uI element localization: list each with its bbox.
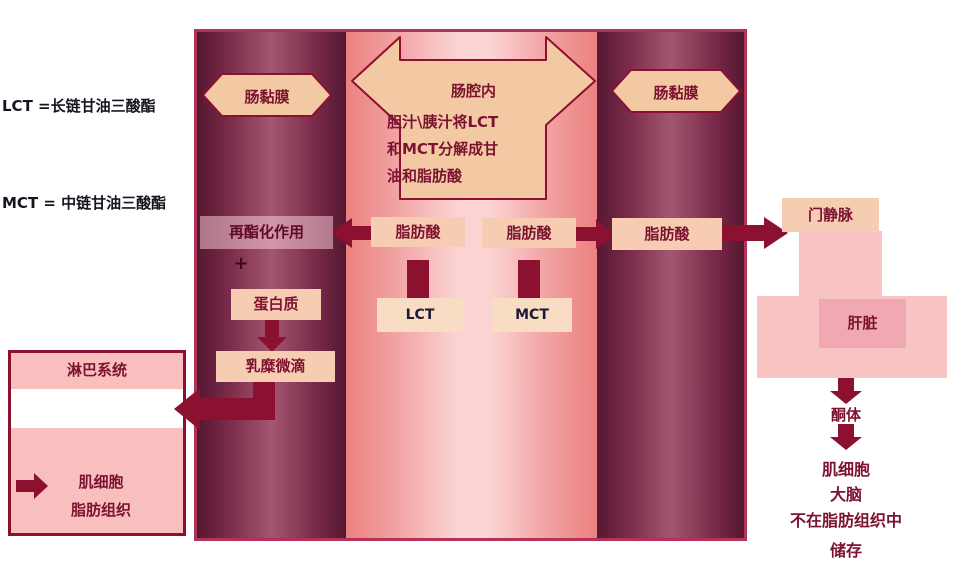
- liver-inner-box: [819, 299, 906, 348]
- lymph-adipose-label: 脂肪组织: [70, 501, 131, 519]
- mucosa-column-right: [597, 32, 744, 538]
- mucosa-label-left: 肠黏膜: [244, 88, 290, 106]
- lymph-system-box: [8, 350, 186, 536]
- arrow-liver-to-ketone: [830, 378, 862, 404]
- protein-box: 蛋白质: [231, 289, 321, 320]
- mct-box: MCT: [492, 298, 572, 332]
- chylomicron-box: 乳糜微滴: [216, 351, 335, 382]
- lumen-title: 肠腔内: [450, 82, 496, 100]
- lumen-description: 胆汁\胰汁将LCT 和MCT分解成甘 油和脂肪酸: [387, 109, 559, 190]
- liver-label: 肝脏: [847, 314, 878, 332]
- not-in-adipose-label: 不在脂肪组织中: [789, 511, 902, 530]
- lumen-description-line3: 油和脂肪酸: [387, 167, 463, 185]
- portal-vein-box: 门静脉: [782, 198, 879, 232]
- fatty-acid-box-right: 脂肪酸: [482, 218, 576, 248]
- definition-lct: LCT =长链甘油三酸酯: [2, 97, 156, 115]
- portal-liver-connector: [799, 231, 882, 298]
- lumen-column-center: [346, 32, 597, 538]
- fatty-acid-box-left: 脂肪酸: [371, 217, 465, 247]
- lct-box: LCT: [377, 298, 463, 332]
- storage-label: 储存: [829, 541, 862, 560]
- arrow-ketone-to-targets: [830, 424, 862, 450]
- lymph-white-band: [11, 389, 183, 428]
- target-brain-label: 大脑: [829, 485, 862, 504]
- definition-mct: MCT = 中链甘油三酸酯: [2, 194, 167, 212]
- target-muscle-label: 肌细胞: [821, 460, 870, 479]
- mucosa-column-left: [197, 32, 346, 538]
- ketone-label: 酮体: [830, 406, 861, 424]
- plus-sign: +: [233, 253, 249, 274]
- lymph-muscle-label: 肌细胞: [78, 473, 124, 491]
- fatty-acid-box-mucosa: 脂肪酸: [612, 218, 722, 250]
- reesterification-band: 再酯化作用: [200, 216, 333, 249]
- lumen-description-line1: 胆汁\胰汁将LCT: [387, 113, 499, 131]
- mucosa-label-right: 肠黏膜: [653, 84, 699, 102]
- lymph-system-title: 淋巴系统: [66, 361, 127, 379]
- lumen-description-line2: 和MCT分解成甘: [387, 140, 499, 158]
